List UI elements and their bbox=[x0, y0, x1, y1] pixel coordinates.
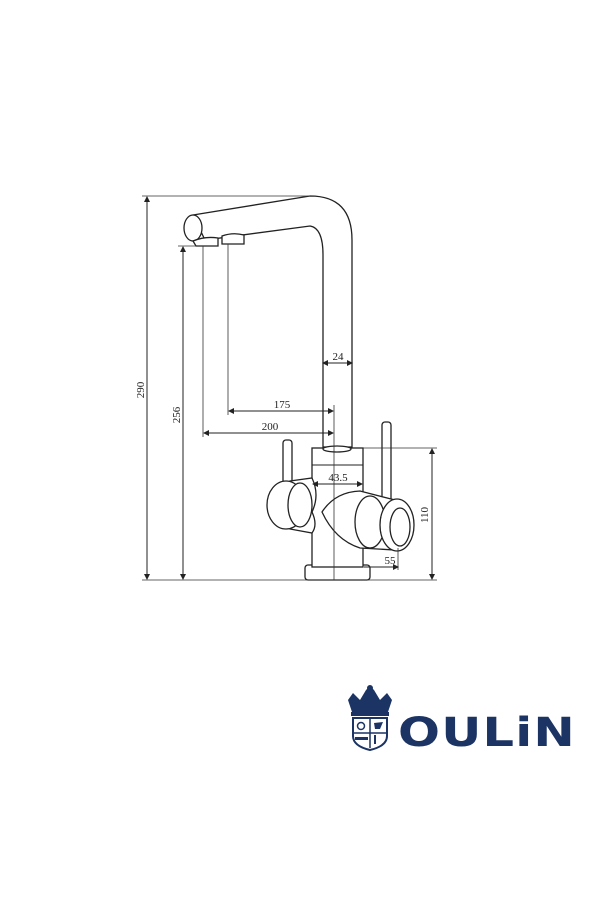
left-handle bbox=[266, 439, 317, 534]
label-24: 24 bbox=[333, 351, 345, 363]
right-handle bbox=[321, 421, 415, 552]
label-110: 110 bbox=[419, 506, 431, 523]
label-290: 290 bbox=[135, 381, 147, 398]
label-175: 175 bbox=[274, 399, 291, 411]
label-256: 256 bbox=[171, 406, 183, 423]
label-43-5: 43.5 bbox=[328, 472, 348, 484]
extension-lines bbox=[142, 195, 437, 581]
brand-text: OULiN bbox=[398, 710, 576, 756]
label-55: 55 bbox=[385, 555, 397, 567]
dimension-lines bbox=[144, 196, 435, 580]
oulin-logo: OULiN bbox=[348, 685, 576, 756]
crown-shield-icon bbox=[348, 685, 392, 752]
label-200: 200 bbox=[262, 421, 279, 433]
spout bbox=[183, 195, 353, 448]
